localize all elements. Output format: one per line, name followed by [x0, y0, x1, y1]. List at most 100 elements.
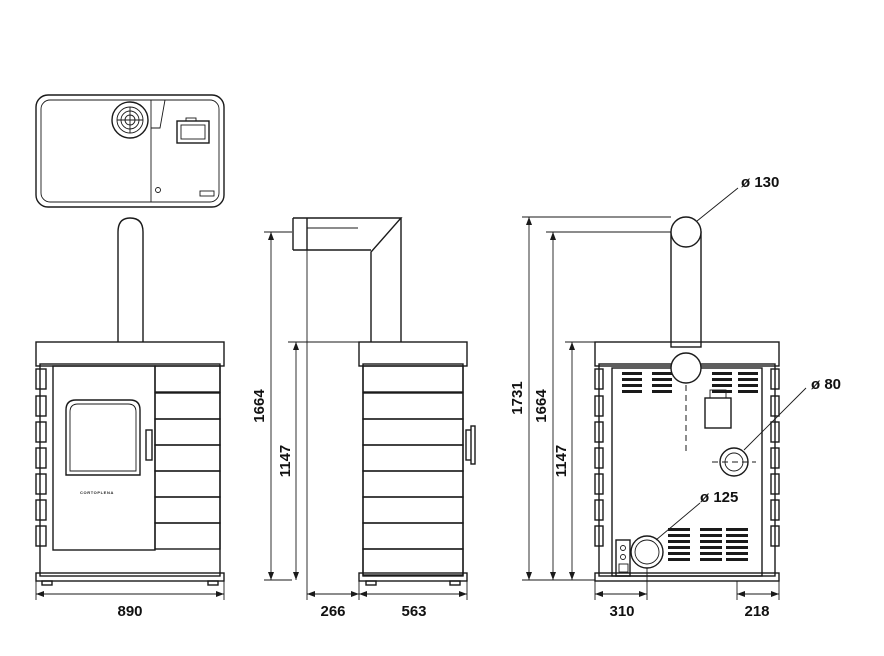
front-left-bricks — [35, 368, 47, 547]
vent-slot — [668, 534, 690, 537]
brick — [770, 525, 780, 547]
side-bricks — [362, 365, 464, 576]
top-view — [35, 94, 225, 208]
vent-slot — [726, 558, 748, 561]
leader-rear-outlet — [655, 502, 701, 541]
front-top-cap — [35, 341, 225, 367]
brick — [770, 395, 780, 417]
vent-slot — [726, 540, 748, 543]
dimension-lines — [35, 187, 807, 600]
rear-electric-box — [615, 539, 631, 577]
vent-slot — [700, 534, 722, 537]
vent-slot — [738, 378, 758, 381]
brick — [594, 368, 604, 390]
label-rear-offset-right: 218 — [744, 603, 769, 620]
brick — [35, 421, 47, 443]
vent-slot — [622, 378, 642, 381]
label-rear-offset-left: 310 — [609, 603, 634, 620]
side-flue-bend — [293, 217, 403, 342]
top-control-panel — [176, 120, 210, 144]
vent-slot — [700, 558, 722, 561]
front-body — [39, 363, 221, 577]
label-side-depth: 563 — [401, 603, 426, 620]
brick — [594, 525, 604, 547]
rear-body — [598, 363, 776, 577]
brick — [154, 444, 221, 472]
front-base — [35, 572, 225, 582]
rear-panel — [611, 367, 763, 577]
vent-slot — [652, 384, 672, 387]
brick — [594, 395, 604, 417]
label-side-flue-offset: 266 — [320, 603, 345, 620]
brick — [362, 418, 464, 446]
rear-smoke-outlet — [630, 535, 664, 569]
label-side-body-height: 1147 — [277, 445, 294, 478]
vent-slot — [668, 528, 690, 531]
label-flue-outlet-diameter: ø 130 — [741, 174, 779, 191]
rear-flue-collar — [670, 352, 702, 384]
vent-slot — [726, 552, 748, 555]
vent-slot — [726, 546, 748, 549]
brick — [35, 499, 47, 521]
front-door — [52, 365, 156, 551]
brick — [594, 499, 604, 521]
top-view-inner-outline — [40, 99, 220, 203]
vent-slot — [712, 384, 732, 387]
brick — [770, 421, 780, 443]
front-right-bricks — [154, 365, 221, 550]
brick — [362, 548, 464, 576]
vent-slot — [622, 384, 642, 387]
label-rear-total-height: 1731 — [509, 381, 526, 414]
rear-bricks — [594, 368, 780, 547]
brick — [35, 473, 47, 495]
vent-slot — [726, 534, 748, 537]
rear-view — [594, 216, 780, 582]
leader-air-inlet — [743, 387, 807, 451]
brick — [154, 365, 221, 393]
label-rear-body-height: 1147 — [553, 445, 570, 478]
side-body — [362, 363, 464, 577]
vent-slot — [726, 528, 748, 531]
brick — [362, 392, 464, 420]
vent-slot — [700, 528, 722, 531]
vent-slot — [700, 546, 722, 549]
side-view — [292, 217, 476, 586]
top-view-outline — [35, 94, 225, 208]
leader-flue-outlet — [696, 187, 739, 222]
brick — [362, 496, 464, 524]
vent-slot — [700, 552, 722, 555]
rear-flue-pipe — [670, 231, 702, 348]
vent-slot — [668, 540, 690, 543]
brick — [154, 470, 221, 498]
brick — [154, 496, 221, 524]
vent-slot — [712, 372, 732, 375]
vent-slot — [668, 552, 690, 555]
brick — [594, 447, 604, 469]
top-flue-ring — [111, 101, 149, 139]
brick — [35, 447, 47, 469]
brick — [35, 395, 47, 417]
vent-slot — [738, 390, 758, 393]
brick — [154, 522, 221, 550]
front-view: CORTOPLENA — [35, 217, 225, 586]
vent-slot — [652, 378, 672, 381]
brick — [770, 499, 780, 521]
brick — [594, 473, 604, 495]
brick — [35, 525, 47, 547]
front-glass-window — [65, 399, 141, 476]
front-door-handle — [145, 429, 153, 461]
vent-slot — [738, 372, 758, 375]
vent-slot — [652, 372, 672, 375]
rear-vent-slots — [622, 372, 758, 561]
brick — [770, 473, 780, 495]
label-rear-flue-height: 1664 — [533, 389, 550, 423]
brick — [362, 444, 464, 472]
brick — [362, 522, 464, 550]
dimension-labels: 890 266 563 310 218 1664 1147 1731 1664 … — [117, 174, 841, 620]
vent-slot — [652, 390, 672, 393]
brick — [362, 365, 464, 393]
brick — [154, 418, 221, 446]
front-brand-text: CORTOPLENA — [80, 490, 114, 495]
vent-slot — [668, 546, 690, 549]
